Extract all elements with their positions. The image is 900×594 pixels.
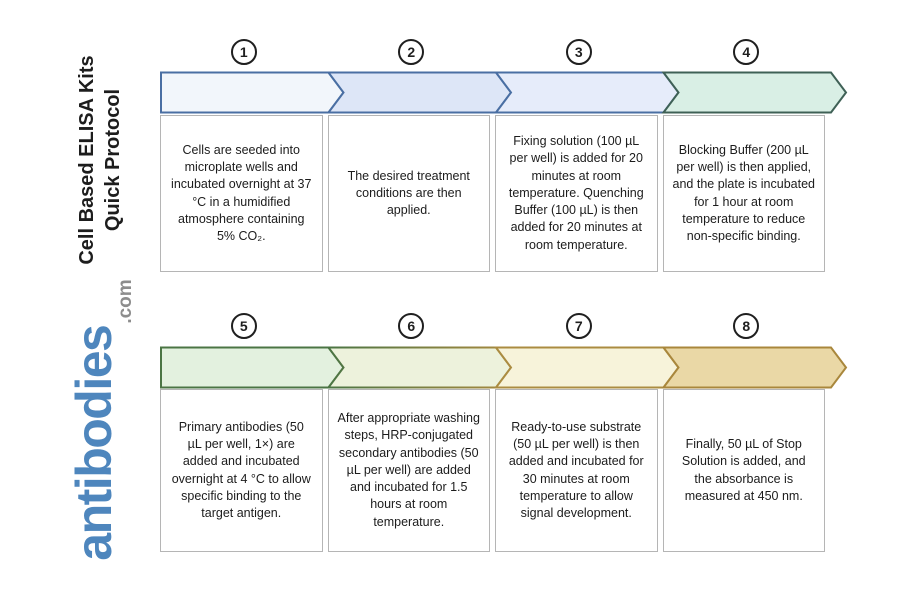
step-description-text-4: Blocking Buffer (200 µL per well) is the… xyxy=(672,142,815,243)
step-description-text-7: Ready-to-use substrate (50 µL per well) … xyxy=(508,419,644,520)
step-description-text-2: The desired treatment conditions are the… xyxy=(347,168,470,218)
step-description-box-4: Blocking Buffer (200 µL per well) is the… xyxy=(662,115,825,272)
step-number-badge-8: 8 xyxy=(733,313,760,339)
step-description-box-8: Finally, 50 µL of Stop Solution is added… xyxy=(662,389,825,552)
step-description-text-3: Fixing solution (100 µL per well) is add… xyxy=(508,134,644,252)
step-description-text-5: Primary antibodies (50 µL per well, 1×) … xyxy=(171,419,311,520)
page-title-line2: Quick Protocol xyxy=(102,88,124,232)
step-number-badge-6: 6 xyxy=(398,313,425,339)
step-description-box-2: The desired treatment conditions are the… xyxy=(327,115,490,272)
step-arrows-row-1 xyxy=(160,71,848,114)
step-number-badge-7: 7 xyxy=(565,313,592,339)
step-arrow-6 xyxy=(326,346,513,389)
brand-name: antibodies xyxy=(66,325,122,561)
step-number-badge-2: 2 xyxy=(398,39,425,65)
step-number-badge-4: 4 xyxy=(733,39,760,65)
step-arrow-4 xyxy=(661,71,848,114)
step-arrow-1 xyxy=(160,71,345,114)
step-description-box-7: Ready-to-use substrate (50 µL per well) … xyxy=(495,389,658,552)
step-description-box-3: Fixing solution (100 µL per well) is add… xyxy=(495,115,658,272)
step-description-box-6: After appropriate washing steps, HRP-con… xyxy=(327,389,490,552)
step-arrow-3 xyxy=(494,71,680,114)
step-description-box-5: Primary antibodies (50 µL per well, 1×) … xyxy=(160,389,323,552)
brand-logo: antibodies.com xyxy=(65,279,136,561)
step-arrow-2 xyxy=(326,71,513,114)
step-description-box-1: Cells are seeded into microplate wells a… xyxy=(160,115,323,272)
step-description-text-8: Finally, 50 µL of Stop Solution is added… xyxy=(681,437,806,503)
step-number-badge-1: 1 xyxy=(230,39,257,65)
step-description-text-6: After appropriate washing steps, HRP-con… xyxy=(337,411,480,529)
step-arrow-5 xyxy=(160,346,345,389)
page-title-line1: Cell Based ELISA Kits xyxy=(76,55,98,265)
step-arrows-row-2 xyxy=(160,346,848,389)
step-number-badge-5: 5 xyxy=(230,313,257,339)
step-arrow-8 xyxy=(661,346,848,389)
page-title: Cell Based ELISA Kits Quick Protocol xyxy=(74,55,126,264)
brand-tld: .com xyxy=(115,279,136,324)
step-arrow-7 xyxy=(494,346,680,389)
step-description-text-1: Cells are seeded into microplate wells a… xyxy=(171,142,312,243)
step-number-badge-3: 3 xyxy=(565,39,592,65)
